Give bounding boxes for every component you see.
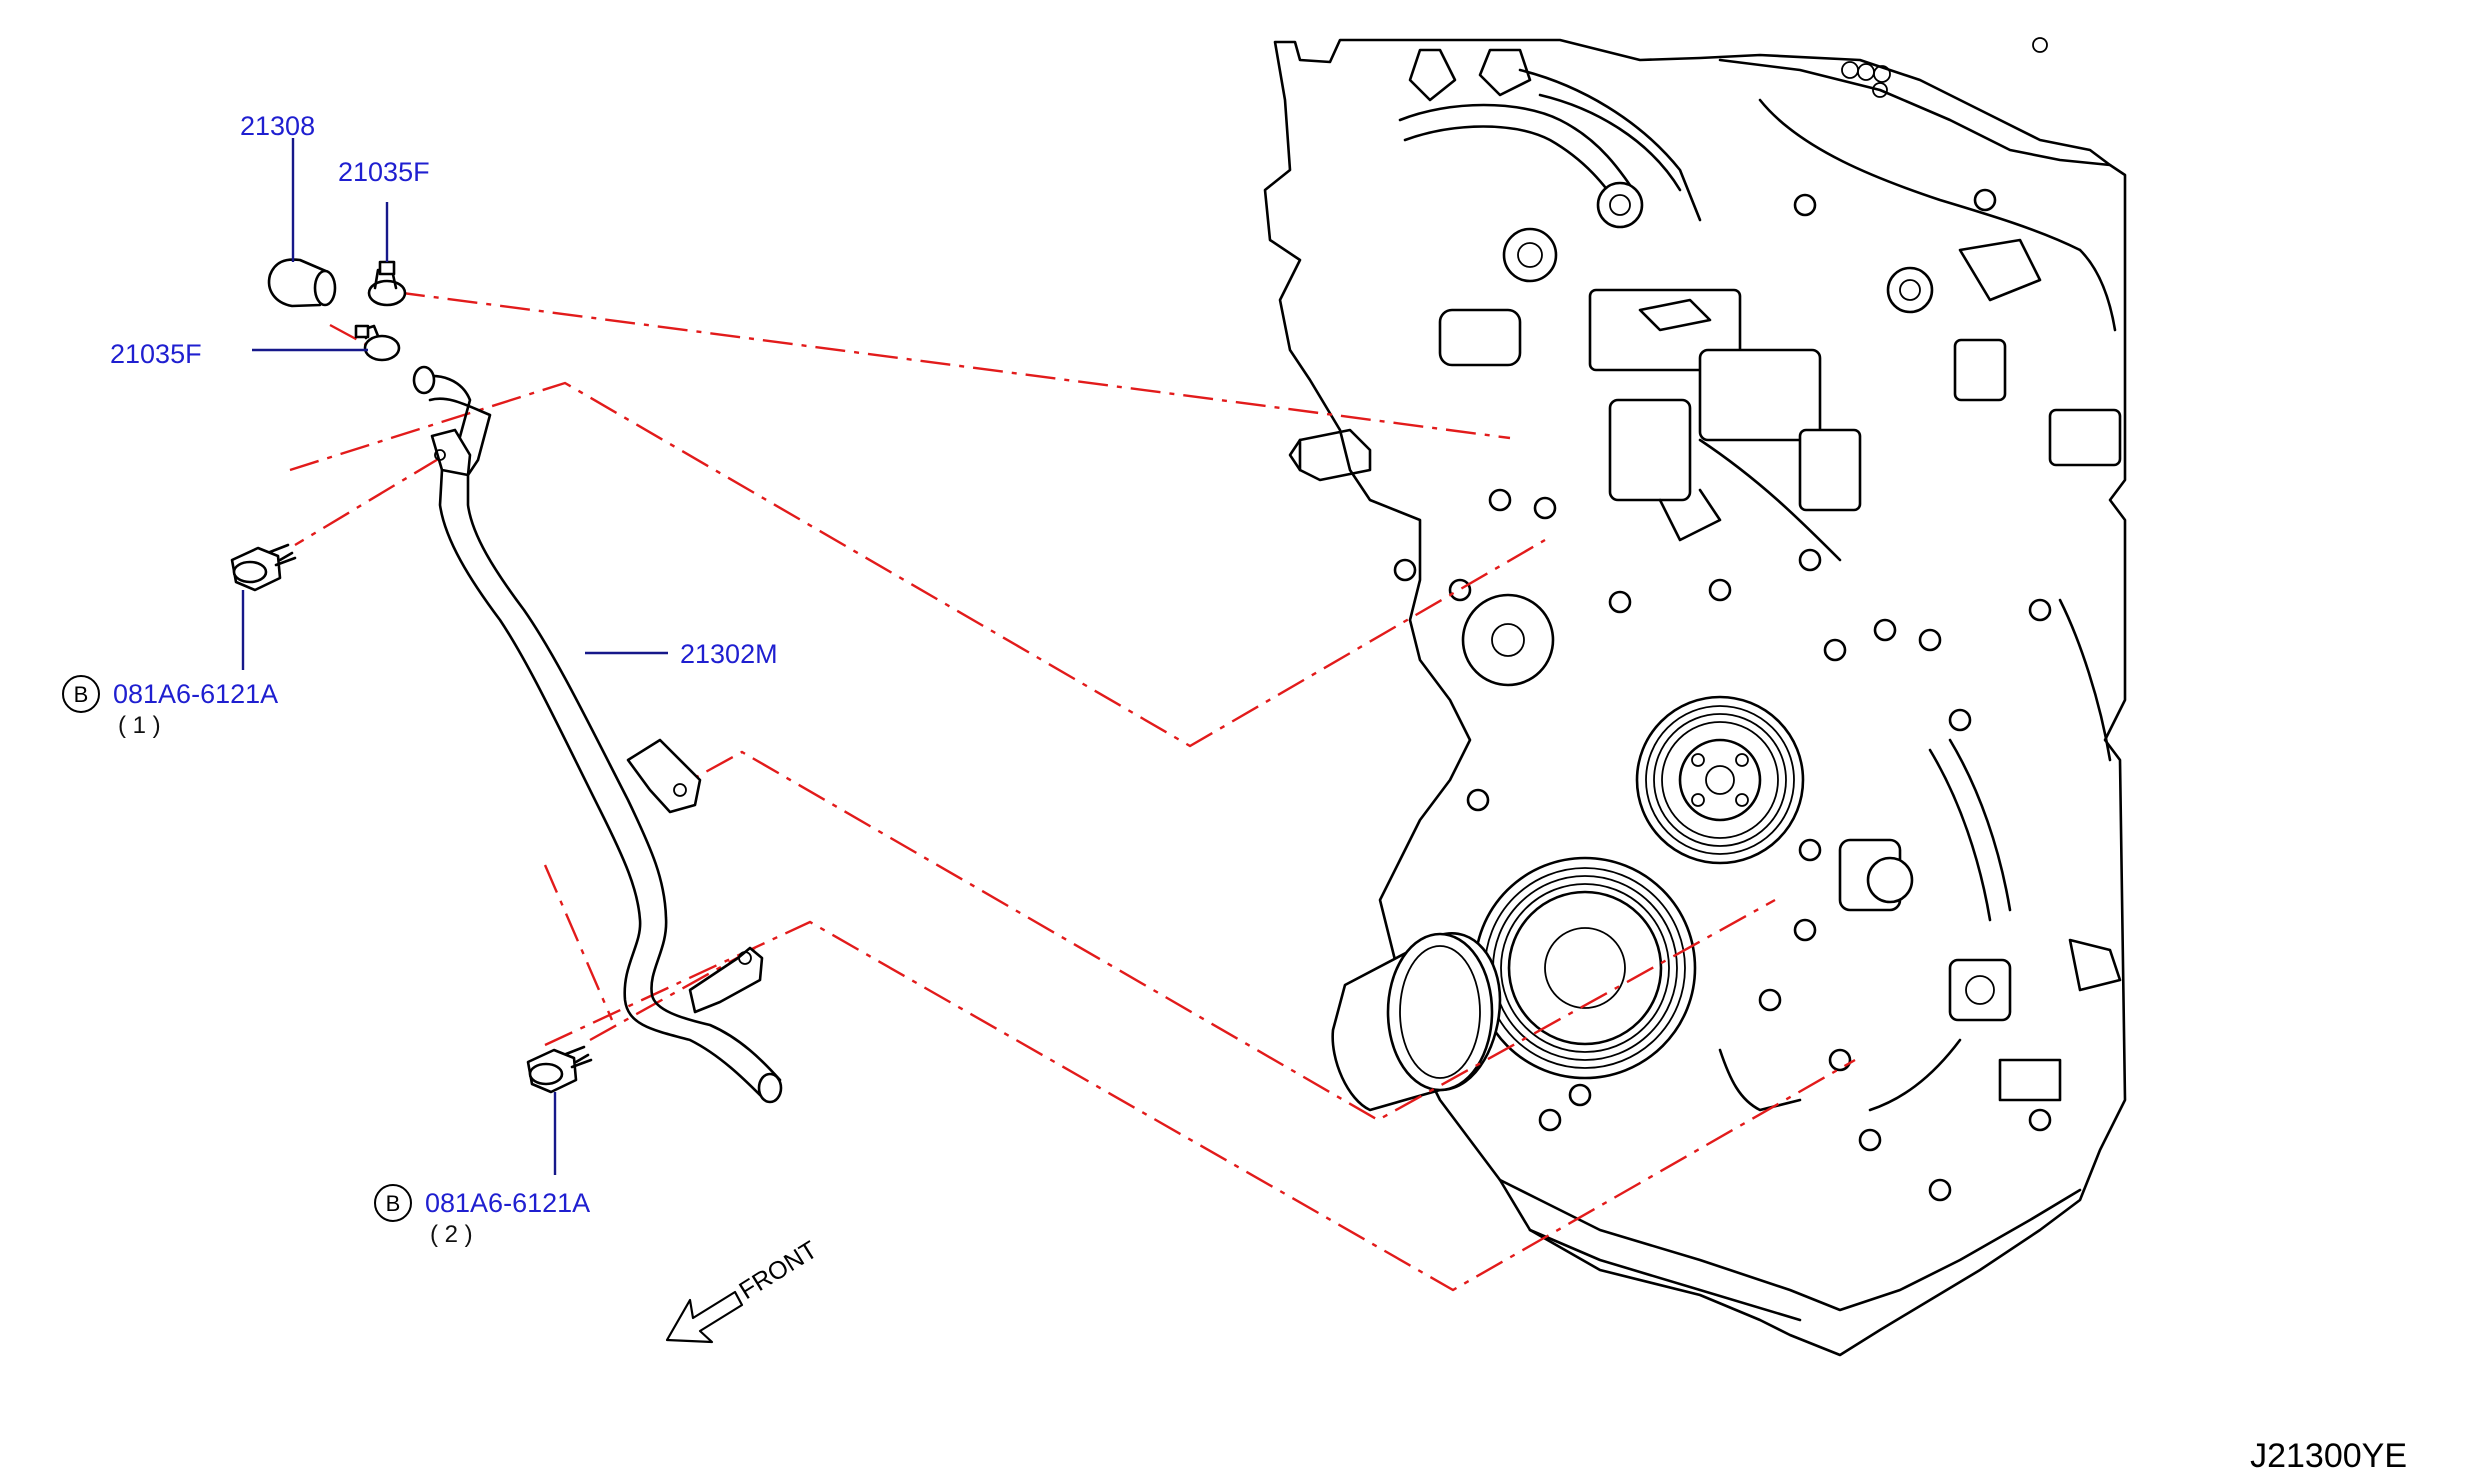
engine-assembly: [1263, 37, 2127, 1357]
dash-line-cap-to-port: [394, 290, 1511, 440]
hose-end-upper: [412, 365, 436, 395]
dash-line-bolt-1: [294, 456, 441, 547]
label-21035f-upper: 21035F: [338, 157, 430, 187]
clamp-21035f-lower[interactable]: [354, 324, 401, 362]
engine-bolts: [1393, 188, 2052, 1202]
label-21302m: 21302M: [680, 639, 778, 669]
hose-outline-left: [416, 374, 762, 1097]
front-indicator: FRONT: [665, 1236, 822, 1344]
hose-end-lower: [757, 1072, 783, 1104]
callout-bolt-1: B 081A6-6121A ( 1 ): [62, 675, 278, 739]
qty-bolt-1: ( 1 ): [118, 712, 161, 739]
bolt-081a6-6121a-1[interactable]: [230, 543, 297, 592]
label-21308: 21308: [240, 111, 315, 141]
cap-21308[interactable]: [267, 258, 337, 308]
dash-line-upper-bracket: [289, 381, 1546, 748]
leader-lines: [241, 138, 668, 1175]
symbol-b-1: B: [74, 682, 89, 707]
callout-bolt-2: B 081A6-6121A ( 2 ): [374, 1184, 590, 1248]
symbol-circle-b-2: [374, 1184, 412, 1222]
dash-line-clamp: [329, 323, 381, 354]
hose-outline-right: [428, 397, 782, 1082]
hose-bracket-upper: [430, 428, 472, 477]
label-21035f-lower: 21035F: [110, 339, 202, 369]
hose-bracket-mid: [626, 738, 702, 814]
symbol-b-2: B: [386, 1191, 401, 1216]
label-bolt-1: 081A6-6121A: [113, 679, 278, 709]
clamp-21035f-upper[interactable]: [367, 260, 407, 307]
symbol-circle-b-1: [62, 675, 100, 713]
qty-bolt-2: ( 2 ): [430, 1221, 473, 1248]
dash-line-to-bolt-2: [543, 864, 614, 1021]
dash-line-lower-bracket: [544, 920, 1856, 1292]
diagram-code: J21300YE: [2250, 1437, 2407, 1475]
hose-21302m[interactable]: [412, 365, 783, 1104]
bolt-081a6-6121a-2[interactable]: [526, 1045, 593, 1094]
front-label: FRONT: [734, 1236, 822, 1305]
dash-line-bolt-2: [589, 946, 756, 1042]
connection-lines: [289, 290, 1856, 1292]
front-arrow-icon: [665, 1290, 744, 1344]
label-bolt-2: 081A6-6121A: [425, 1188, 590, 1218]
